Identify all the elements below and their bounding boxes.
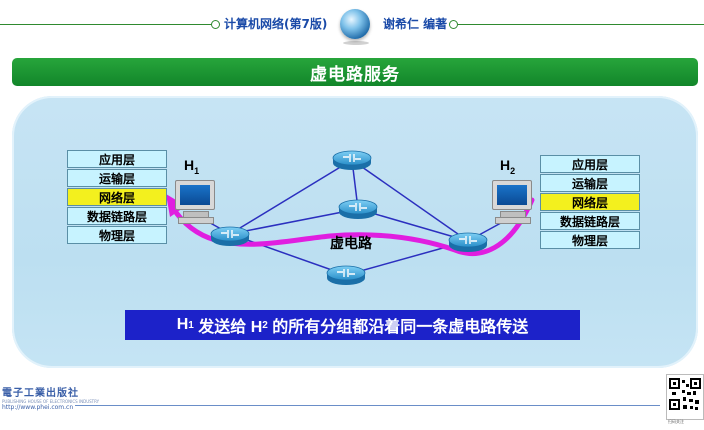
publisher-name: 電子工業出版社 bbox=[2, 388, 79, 399]
left-protocol-stack: 应用层 运输层 网络层 数据链路层 物理层 bbox=[67, 150, 167, 245]
right-layer-transport: 运输层 bbox=[540, 174, 640, 192]
link-r2-r5 bbox=[351, 159, 469, 242]
header-dot-left bbox=[211, 20, 220, 29]
globe-icon bbox=[340, 9, 370, 39]
publisher-url: http://www.phei.com.cn bbox=[2, 404, 74, 411]
host-h2-computer-icon bbox=[492, 180, 532, 224]
right-layer-network: 网络层 bbox=[540, 193, 640, 211]
host-h1-label: H1 bbox=[184, 157, 200, 176]
header-line-right bbox=[458, 24, 704, 25]
right-layer-application: 应用层 bbox=[540, 155, 640, 173]
left-layer-transport: 运输层 bbox=[67, 169, 167, 187]
router-r1-icon bbox=[210, 226, 250, 246]
publisher-name-en: PUBLISHING HOUSE OF ELECTRONICS INDUSTRY bbox=[2, 399, 100, 404]
left-layer-physical: 物理层 bbox=[67, 226, 167, 244]
host-h1-computer-icon bbox=[175, 180, 215, 224]
header-dot-right bbox=[449, 20, 458, 29]
right-layer-datalink: 数据链路层 bbox=[540, 212, 640, 230]
globe-shadow bbox=[343, 41, 369, 45]
right-layer-physical: 物理层 bbox=[540, 231, 640, 249]
link-r1-r3 bbox=[229, 208, 359, 235]
router-r4-icon bbox=[326, 265, 366, 285]
left-layer-application: 应用层 bbox=[67, 150, 167, 168]
left-layer-network: 网络层 bbox=[67, 188, 167, 206]
slide-title-bar: 虚电路服务 bbox=[12, 58, 698, 86]
virtual-circuit-label: 虚电路 bbox=[330, 236, 372, 252]
left-layer-datalink: 数据链路层 bbox=[67, 207, 167, 225]
router-r3-icon bbox=[338, 199, 378, 219]
router-r2-icon bbox=[332, 150, 372, 170]
right-protocol-stack: 应用层 运输层 网络层 数据链路层 物理层 bbox=[540, 155, 640, 250]
router-r5-icon bbox=[448, 232, 488, 252]
footer-line bbox=[75, 405, 660, 406]
author: 谢希仁 编著 bbox=[383, 17, 448, 31]
slide-title: 虚电路服务 bbox=[310, 64, 400, 85]
host-h2-label: H2 bbox=[500, 157, 516, 176]
qr-code-icon bbox=[666, 374, 704, 420]
header-line-left bbox=[0, 24, 212, 25]
link-r3-r5 bbox=[357, 208, 469, 242]
publisher-logo: 電子工業出版社 PUBLISHING HOUSE OF ELECTRONICS … bbox=[2, 384, 99, 411]
qr-caption: 扫码关注 bbox=[668, 419, 684, 424]
link-r1-r4 bbox=[229, 233, 347, 276]
link-r1-r2 bbox=[229, 159, 353, 235]
book-title: 计算机网络(第7版) bbox=[224, 17, 328, 31]
